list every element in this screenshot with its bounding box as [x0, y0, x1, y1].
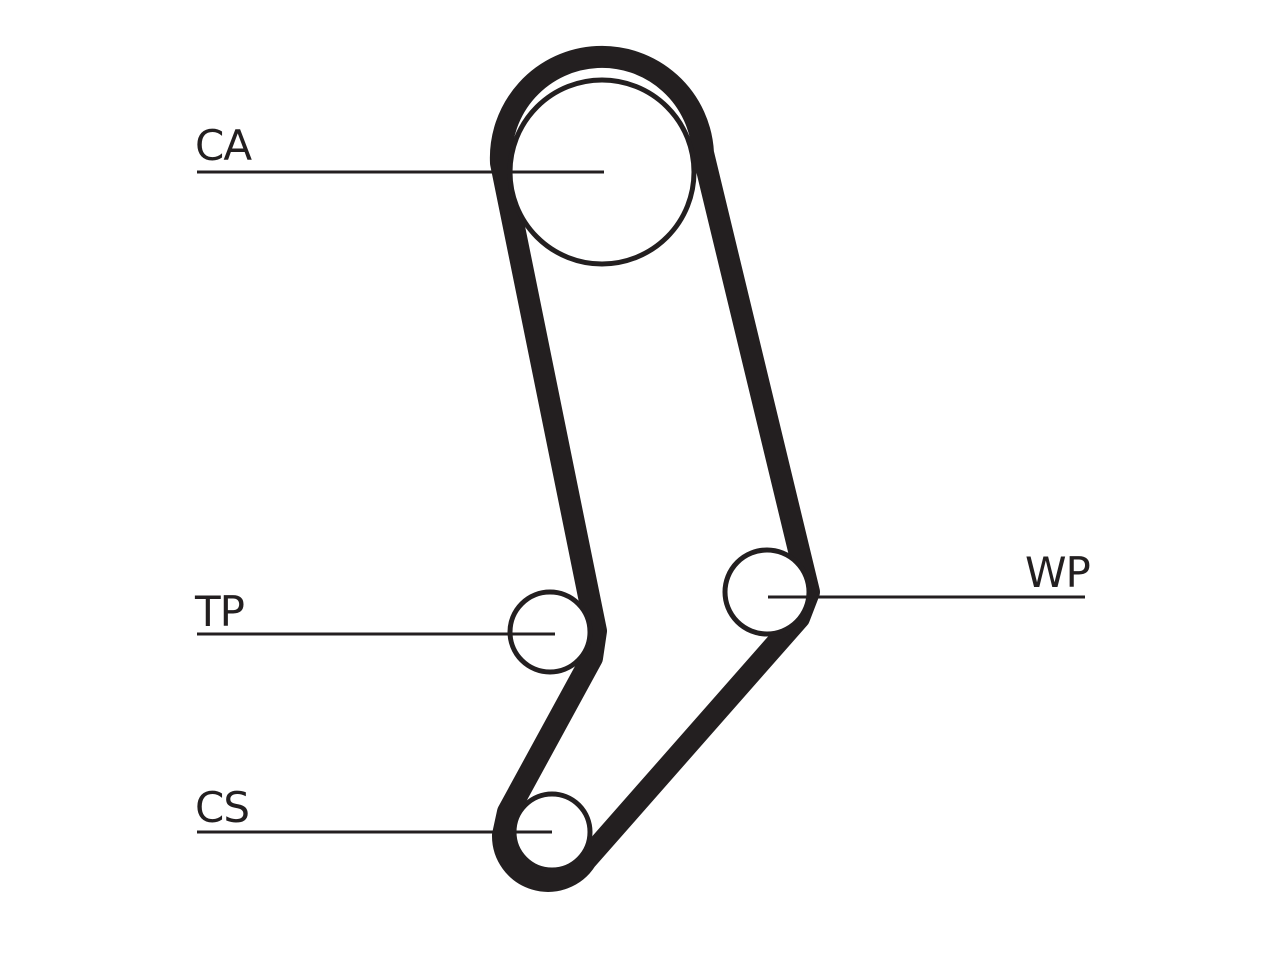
tensioner-pulley — [507, 589, 593, 675]
crankshaft-label: CS — [195, 783, 249, 832]
water-pump-pulley — [722, 547, 812, 637]
tensioner-label: TP — [194, 587, 244, 636]
camshaft-label: CA — [195, 121, 252, 170]
water-pump-label: WP — [1025, 548, 1090, 597]
timing-belt — [489, 45, 820, 892]
